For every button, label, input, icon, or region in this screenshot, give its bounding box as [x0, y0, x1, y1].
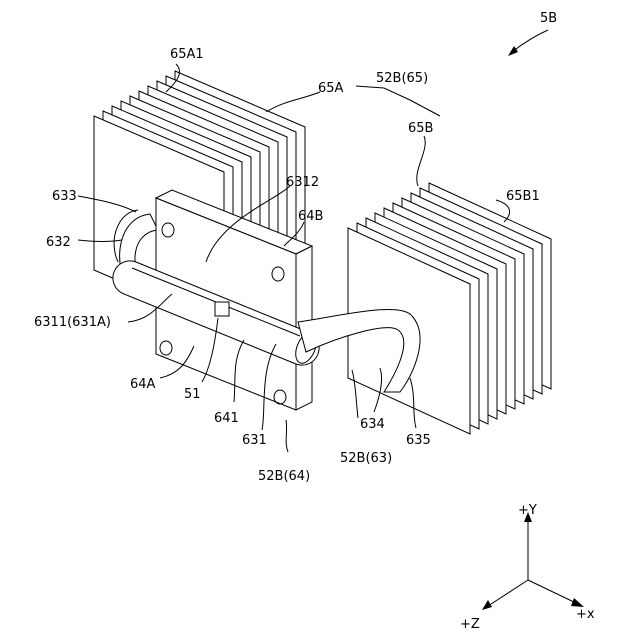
- figure-label: 5B: [540, 11, 557, 26]
- label-632: 632: [46, 235, 71, 250]
- axis-z-label: +Z: [460, 617, 480, 632]
- label-65b: 65B: [408, 121, 433, 136]
- label-634: 634: [360, 417, 385, 432]
- label-64a: 64A: [130, 377, 156, 392]
- label-52b-63: 52B(63): [340, 451, 392, 466]
- label-52b-64: 52B(64): [258, 469, 310, 484]
- axis-z-arrowhead: [482, 600, 492, 610]
- figure-label-arrow: [512, 30, 548, 52]
- label-65b1: 65B1: [506, 189, 540, 204]
- fin-stack-65b: [348, 183, 551, 434]
- axis-triad: +Y +x +Z: [460, 503, 595, 632]
- label-65a1: 65A1: [170, 47, 204, 62]
- label-635: 635: [406, 433, 431, 448]
- label-6311-631a: 6311(631A): [34, 315, 111, 330]
- label-631: 631: [242, 433, 267, 448]
- label-64b: 64B: [298, 209, 323, 224]
- label-633: 633: [52, 189, 77, 204]
- axis-x-line: [528, 580, 578, 604]
- label-52b-65: 52B(65): [376, 71, 428, 86]
- axis-y-label: +Y: [518, 503, 537, 518]
- axis-x-label: +x: [576, 607, 595, 622]
- label-65a: 65A: [318, 81, 344, 96]
- axis-z-line: [488, 580, 528, 606]
- label-6312: 6312: [286, 175, 319, 190]
- figure-label-arrowhead: [508, 46, 518, 56]
- label-51: 51: [184, 387, 201, 402]
- chip-51: [215, 302, 229, 316]
- axis-x-arrowhead: [571, 598, 584, 607]
- label-641: 641: [214, 411, 239, 426]
